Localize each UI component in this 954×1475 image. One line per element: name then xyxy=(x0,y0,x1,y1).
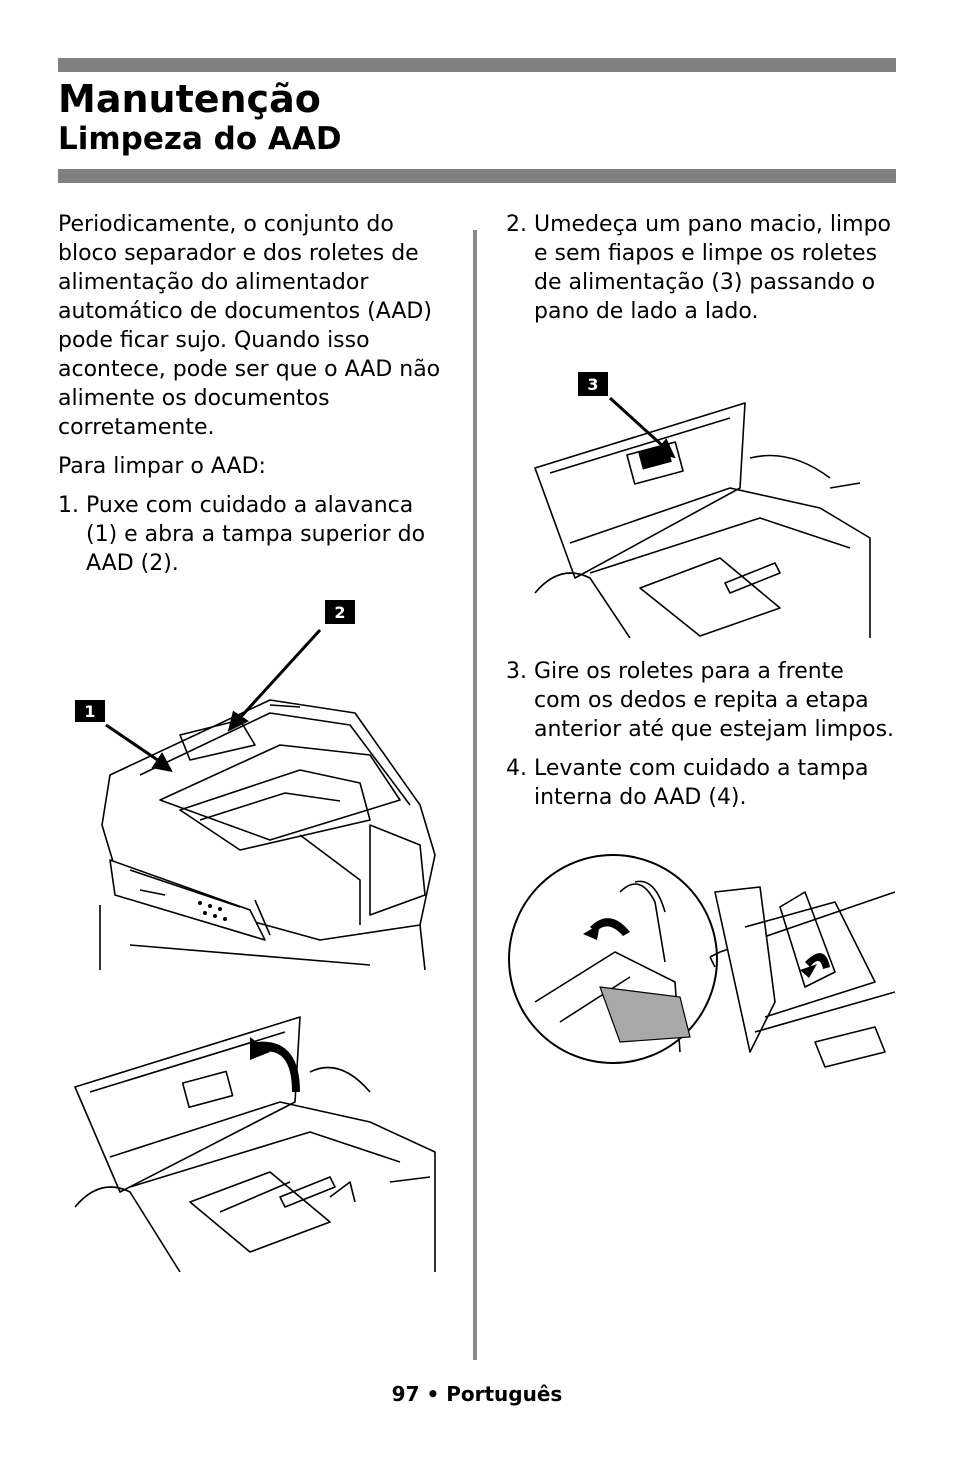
footer-bullet: • xyxy=(426,1382,440,1406)
figure-adf-overview: 1 2 xyxy=(70,595,450,970)
page-number: 97 xyxy=(391,1382,420,1406)
figure-feed-rollers: 3 xyxy=(530,368,875,638)
callout-2-label: 2 xyxy=(334,603,345,622)
step-1-text: Puxe com cuidado a alavanca (1) e abra a… xyxy=(86,493,426,576)
footer-language: Português xyxy=(446,1382,563,1406)
header-rule-top xyxy=(58,58,896,72)
left-column: Periodicamente, o conjunto do bloco sepa… xyxy=(58,210,448,588)
step-2-number: 2. xyxy=(506,212,527,237)
step-3-number: 3. xyxy=(506,659,527,684)
callout-1-label: 1 xyxy=(84,702,95,721)
column-divider xyxy=(473,230,477,1360)
inner-cover-illustration xyxy=(508,854,896,1068)
callout-3-badge xyxy=(578,372,608,396)
right-column-lower: 3. Gire os roletes para a frente com os … xyxy=(506,657,896,822)
callout-3-label: 3 xyxy=(587,375,598,394)
step-4-text: Levante com cuidado a tampa interna do A… xyxy=(534,756,869,810)
intro-paragraph: Periodicamente, o conjunto do bloco sepa… xyxy=(58,212,441,440)
header-rule-bottom xyxy=(58,169,896,183)
lead-paragraph: Para limpar o AAD: xyxy=(58,454,266,479)
step-4: 4. Levante com cuidado a tampa interna d… xyxy=(506,754,896,812)
section-title: Limpeza do AAD xyxy=(58,121,342,157)
step-1-number: 1. xyxy=(58,493,79,518)
step-2: 2. Umedeça um pano macio, limpo e sem fi… xyxy=(506,210,896,326)
feed-rollers-illustration: 3 xyxy=(534,372,871,638)
page-footer: 97 • Português xyxy=(0,1382,954,1406)
step-3-text: Gire os roletes para a frente com os ded… xyxy=(534,659,895,742)
step-4-number: 4. xyxy=(506,756,527,781)
step-2-text: Umedeça um pano macio, limpo e sem fiapo… xyxy=(534,212,891,324)
adf-cover-open-illustration xyxy=(74,1016,436,1272)
step-1: 1. Puxe com cuidado a alavanca (1) e abr… xyxy=(58,491,448,578)
figure-adf-cover-open xyxy=(70,1012,440,1272)
figure-inner-cover xyxy=(505,852,897,1072)
step-3: 3. Gire os roletes para a frente com os … xyxy=(506,657,896,744)
page-title: Manutenção xyxy=(58,77,321,121)
callout-2-badge xyxy=(325,600,355,624)
callout-1-badge xyxy=(75,700,105,722)
adf-overview-illustration: 1 2 xyxy=(75,600,436,970)
right-column: 2. Umedeça um pano macio, limpo e sem fi… xyxy=(506,210,896,336)
